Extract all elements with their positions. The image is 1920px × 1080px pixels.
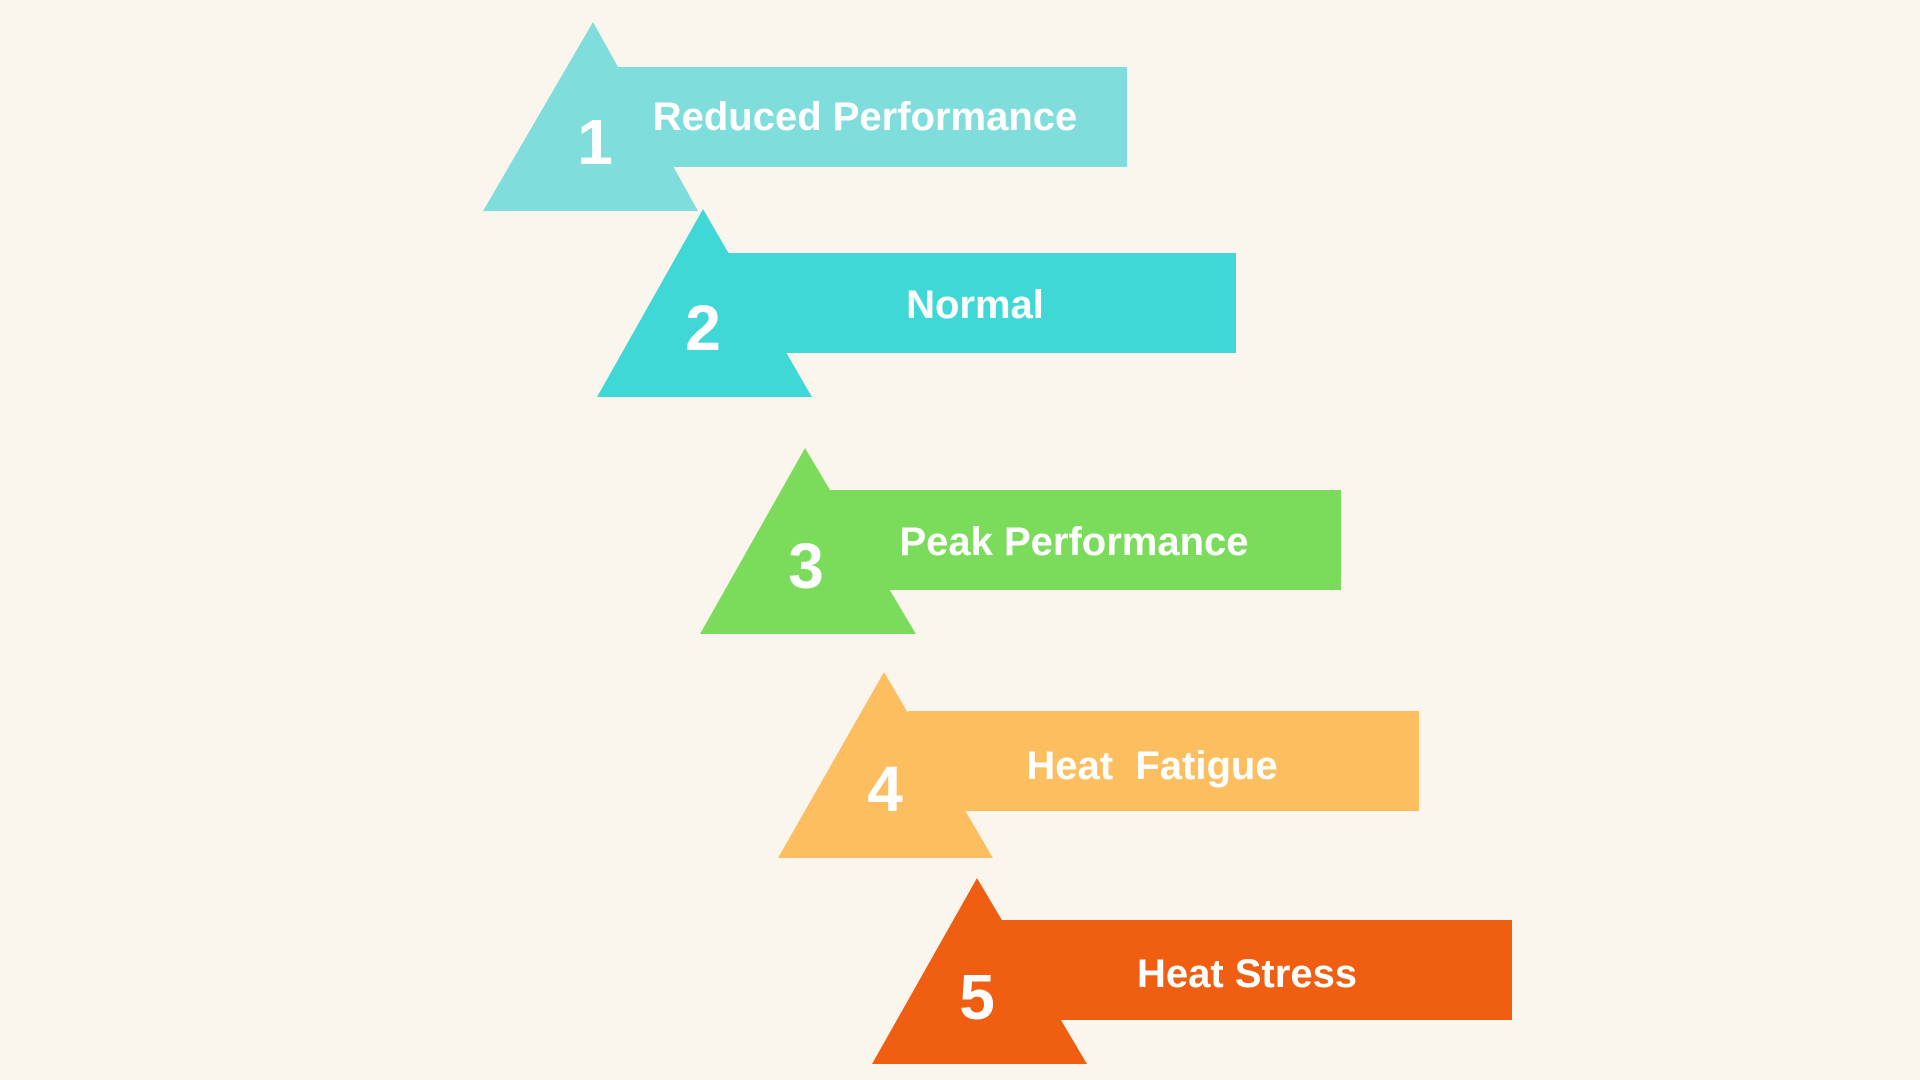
stage-group-5[interactable]: 5 Heat Stress [872, 878, 1512, 1064]
stage-number-4: 4 [867, 753, 903, 825]
stage-number-3: 3 [788, 530, 824, 602]
stage-group-3[interactable]: 3 Peak Performance [700, 448, 1341, 634]
stage-bar-2[interactable] [725, 253, 1236, 353]
stage-bar-1[interactable] [605, 67, 1127, 167]
stage-label-3: Peak Performance [899, 520, 1248, 564]
stage-triangle-1[interactable] [483, 22, 698, 211]
stage-bar-3[interactable] [829, 490, 1341, 590]
stage-label-5: Heat Stress [1137, 952, 1357, 996]
stage-triangle-2[interactable] [597, 209, 812, 397]
stage-number-2: 2 [685, 292, 721, 364]
stage-bar-4[interactable] [908, 711, 1419, 811]
stage-triangle-4[interactable] [778, 672, 993, 858]
stage-label-1: Reduced Performance [653, 95, 1078, 139]
stage-group-4[interactable]: 4 Heat Fatigue [778, 672, 1419, 858]
stage-bar-5[interactable] [1000, 920, 1512, 1020]
stage-triangle-5[interactable] [872, 878, 1087, 1064]
stage-label-2: Normal [906, 283, 1044, 327]
stage-group-2[interactable]: 2 Normal [597, 209, 1236, 397]
stage-triangle-3[interactable] [700, 448, 916, 634]
stage-label-4: Heat Fatigue [1026, 744, 1277, 788]
stage-group-1[interactable]: 1 Reduced Performance [483, 22, 1127, 211]
stage-number-5: 5 [959, 961, 995, 1033]
stage-number-1: 1 [577, 106, 613, 178]
